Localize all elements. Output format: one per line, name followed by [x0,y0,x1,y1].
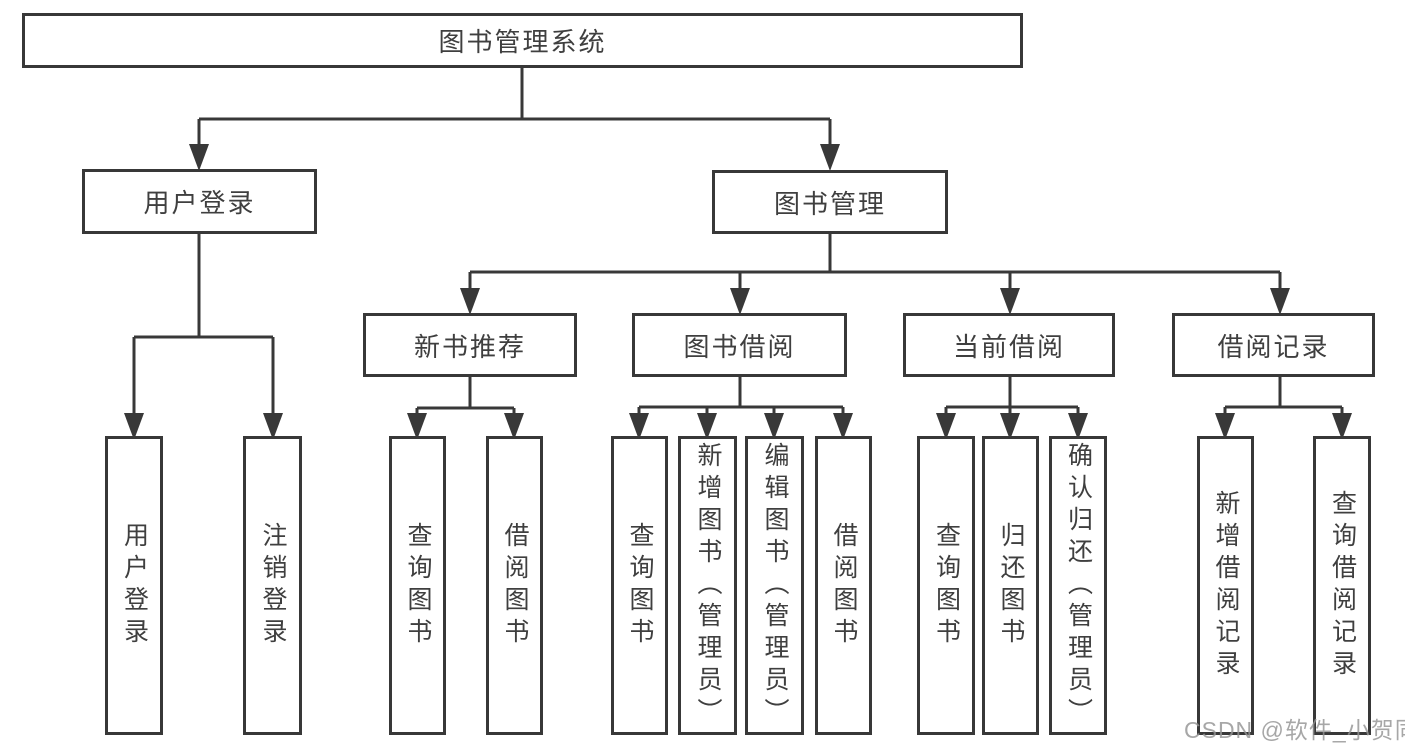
leaf-logout: 注销登录 [243,436,302,735]
node-user-login: 用户登录 [82,169,317,234]
node-book-management: 图书管理 [712,170,948,234]
node-book-borrowing: 图书借阅 [632,313,847,377]
leaf-user-login: 用户登录 [105,436,163,735]
node-library-system: 图书管理系统 [22,13,1023,68]
leaf-confirm-return-admin: 确认归还（管理员） [1049,436,1107,735]
leaf-query-borrow-record: 查询借阅记录 [1313,436,1371,735]
leaf-borrow-books-recommend: 借阅图书 [486,436,543,735]
leaf-add-borrow-record: 新增借阅记录 [1197,436,1254,735]
leaf-return-books: 归还图书 [982,436,1039,735]
node-current-borrowing: 当前借阅 [903,313,1115,377]
csdn-watermark: CSDN @软件_小贺同学 [1184,717,1405,743]
leaf-add-book-admin: 新增图书（管理员） [678,436,737,735]
leaf-edit-book-admin: 编辑图书（管理员） [745,436,804,735]
leaf-query-books-recommend: 查询图书 [389,436,446,735]
node-borrowing-records: 借阅记录 [1172,313,1375,377]
node-new-book-recommendation: 新书推荐 [363,313,577,377]
leaf-query-books-current: 查询图书 [917,436,975,735]
leaf-query-books-borrow: 查询图书 [611,436,668,735]
leaf-borrow-books: 借阅图书 [815,436,872,735]
